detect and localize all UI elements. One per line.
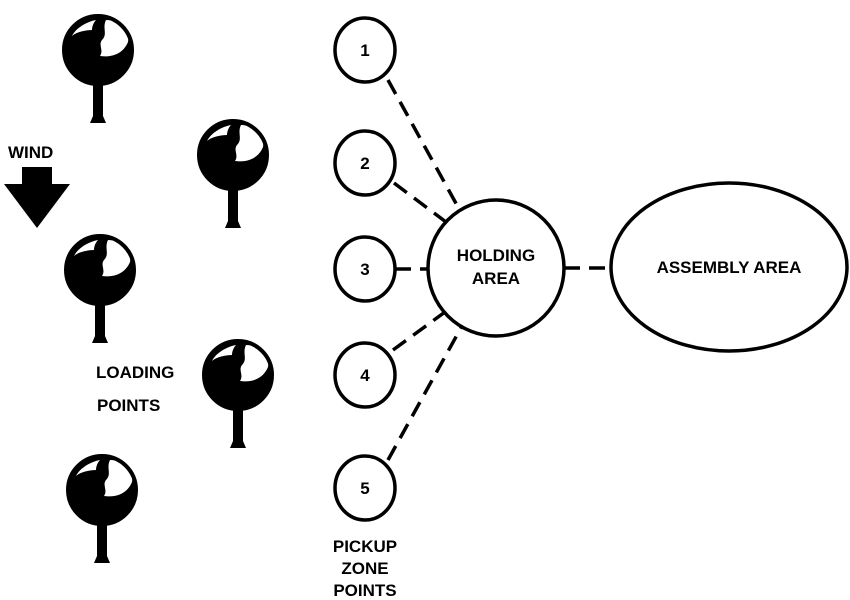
wind-indicator: WIND: [4, 143, 70, 228]
assembly-area-label: ASSEMBLY AREA: [657, 258, 802, 277]
pickup-zone-point-2: 2: [333, 129, 397, 197]
pickup-zone-label-line2: ZONE: [341, 559, 388, 578]
tree-icon: [202, 339, 274, 450]
holding-area-label-line2: AREA: [472, 269, 520, 288]
pickup-zone-number-5: 5: [360, 479, 369, 498]
pickup-zone-number-3: 3: [360, 260, 369, 279]
tree-icon: [64, 234, 136, 345]
pickup-zone-point-5: 5: [333, 454, 397, 522]
pickup-zone-number-4: 4: [360, 366, 370, 385]
connector-lines: [386, 79, 611, 461]
pickup-zone-label-line3: POINTS: [333, 581, 396, 600]
loading-points-label-line2: POINTS: [97, 396, 160, 415]
loading-points-label: LOADING POINTS: [96, 363, 174, 415]
assembly-area: ASSEMBLY AREA: [609, 181, 849, 353]
pickup-zone-point-3: 3: [333, 235, 397, 303]
pickup-zone-points-label: PICKUP ZONE POINTS: [333, 537, 397, 600]
connector-pz4-holding: [391, 310, 447, 352]
connector-pz2-holding: [392, 181, 448, 224]
connector-pz5-holding: [386, 325, 464, 461]
pickup-zone-label-line1: PICKUP: [333, 537, 397, 556]
holding-area-label-line1: HOLDING: [457, 246, 535, 265]
pickup-zone-point-1: 1: [333, 16, 397, 84]
tree-icon: [66, 454, 138, 565]
pickup-zone-number-2: 2: [360, 154, 369, 173]
pickup-zone-point-4: 4: [333, 341, 397, 409]
tree-icon: [62, 14, 134, 125]
pickup-zone-points: 1 2 3 4 5: [333, 16, 397, 522]
tree-icon: [197, 119, 269, 230]
wind-arrow-icon: [4, 167, 70, 228]
loading-points: [62, 14, 274, 565]
holding-area: HOLDING AREA: [426, 198, 566, 338]
loading-points-label-line1: LOADING: [96, 363, 174, 382]
pickup-zone-number-1: 1: [360, 41, 369, 60]
wind-label: WIND: [8, 143, 53, 162]
